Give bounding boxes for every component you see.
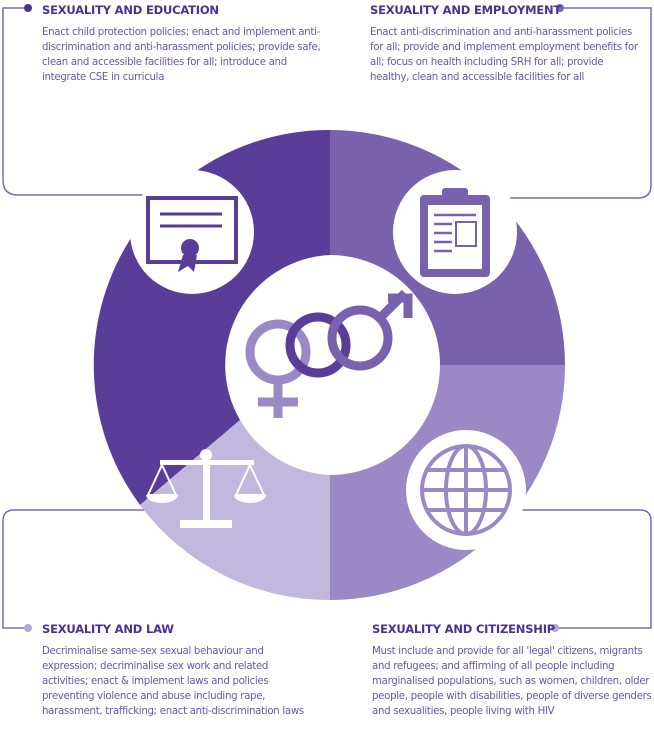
section-text: Must include and provide for all 'legal'… (372, 646, 652, 717)
segment-law (140, 420, 330, 601)
section-title: SEXUALITY AND EMPLOYMENT (370, 3, 562, 17)
section-title: SEXUALITY AND CITIZENSHIP (372, 622, 556, 636)
section-title: SEXUALITY AND LAW (42, 622, 174, 636)
connector-dot (24, 4, 32, 12)
connector-dot (551, 624, 559, 632)
section-text: Enact anti-discrimination and anti-haras… (370, 27, 638, 83)
gender-symbols-icon (245, 289, 413, 418)
globe-icon (406, 430, 526, 550)
connector-dot (24, 624, 32, 632)
section-text: Enact child protection policies; enact a… (42, 27, 321, 83)
section-law: SEXUALITY AND LAW Decriminalise same-sex… (42, 622, 312, 719)
section-employment: SEXUALITY AND EMPLOYMENT Enact anti-disc… (370, 3, 642, 85)
connector-lines (2, 7, 652, 629)
section-title: SEXUALITY AND EDUCATION (42, 3, 219, 17)
clipboard-icon (393, 170, 517, 294)
certificate-icon (130, 170, 254, 294)
scales-icon (146, 449, 266, 528)
connector-dot (556, 4, 564, 12)
section-education: SEXUALITY AND EDUCATION Enact child prot… (42, 3, 332, 85)
section-text: Decriminalise same-sex sexual behaviour … (42, 646, 304, 717)
section-citizenship: SEXUALITY AND CITIZENSHIP Must include a… (372, 622, 654, 719)
